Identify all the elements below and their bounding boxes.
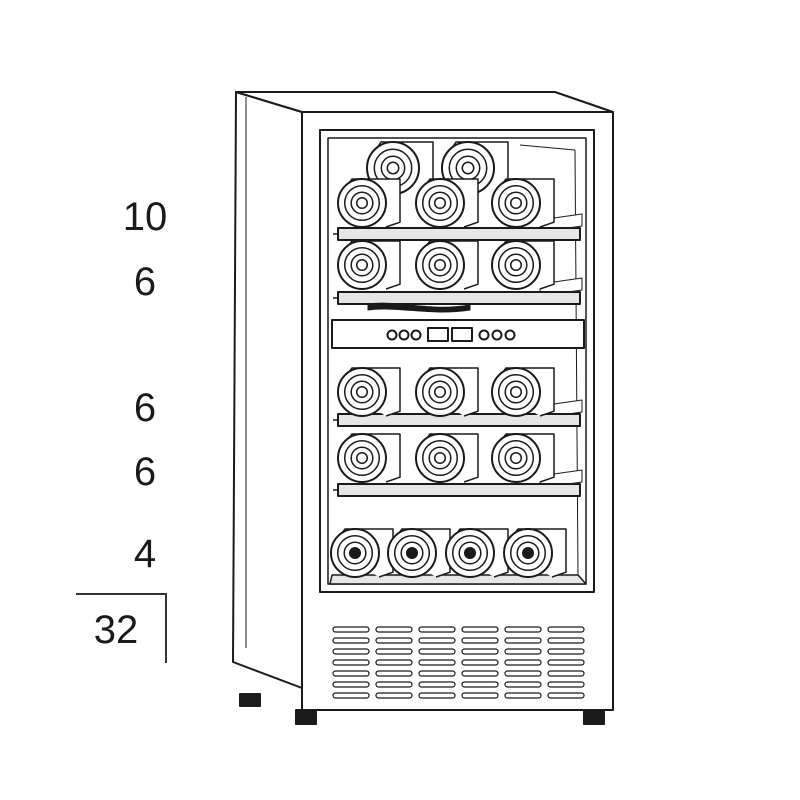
shelf — [337, 413, 581, 427]
sum-rule-vertical — [165, 593, 167, 663]
zone-divider-vent — [367, 302, 471, 313]
wine-bottle — [337, 433, 401, 483]
zone-count-lower: 6 — [133, 450, 157, 494]
zone-count-top: 10 — [122, 195, 168, 239]
temperature-display-2 — [451, 327, 473, 342]
wine-bottle — [415, 178, 479, 228]
foot-right-front — [583, 709, 605, 725]
total-capacity: 32 — [93, 608, 139, 652]
wine-bottle — [337, 367, 401, 417]
wine-bottle — [491, 433, 555, 483]
shelf — [337, 291, 581, 305]
sum-rule-horizontal — [76, 593, 167, 595]
wine-bottle — [337, 178, 401, 228]
cabinet-top — [235, 91, 614, 113]
control-button-6 — [504, 329, 516, 341]
control-button-5 — [491, 329, 503, 341]
temperature-display-1 — [427, 327, 449, 342]
control-button-2 — [398, 329, 410, 341]
wine-bottle — [445, 528, 509, 578]
control-buttons — [386, 327, 516, 342]
wine-bottle — [491, 240, 555, 290]
shelf — [337, 483, 581, 497]
control-button-1 — [386, 329, 398, 341]
zone-count-bottom: 4 — [133, 532, 157, 576]
wine-bottle — [415, 433, 479, 483]
bottom-vent-grille — [332, 626, 585, 699]
wine-bottle — [387, 528, 451, 578]
cabinet-side-panel — [232, 91, 303, 689]
wine-bottle — [491, 367, 555, 417]
zone-count-upper: 6 — [133, 260, 157, 304]
zone-count-middle: 6 — [133, 386, 157, 430]
foot-left-front — [295, 709, 317, 725]
wine-bottle — [330, 528, 394, 578]
wine-bottle — [415, 240, 479, 290]
bottom-rack — [329, 574, 587, 585]
shelf — [337, 227, 581, 241]
control-button-4 — [478, 329, 490, 341]
wine-bottle — [491, 178, 555, 228]
foot-left-back — [239, 693, 261, 707]
control-button-3 — [410, 329, 422, 341]
wine-bottle — [415, 367, 479, 417]
wine-bottle — [503, 528, 567, 578]
wine-bottle — [337, 240, 401, 290]
back-wall-edge — [519, 144, 576, 151]
